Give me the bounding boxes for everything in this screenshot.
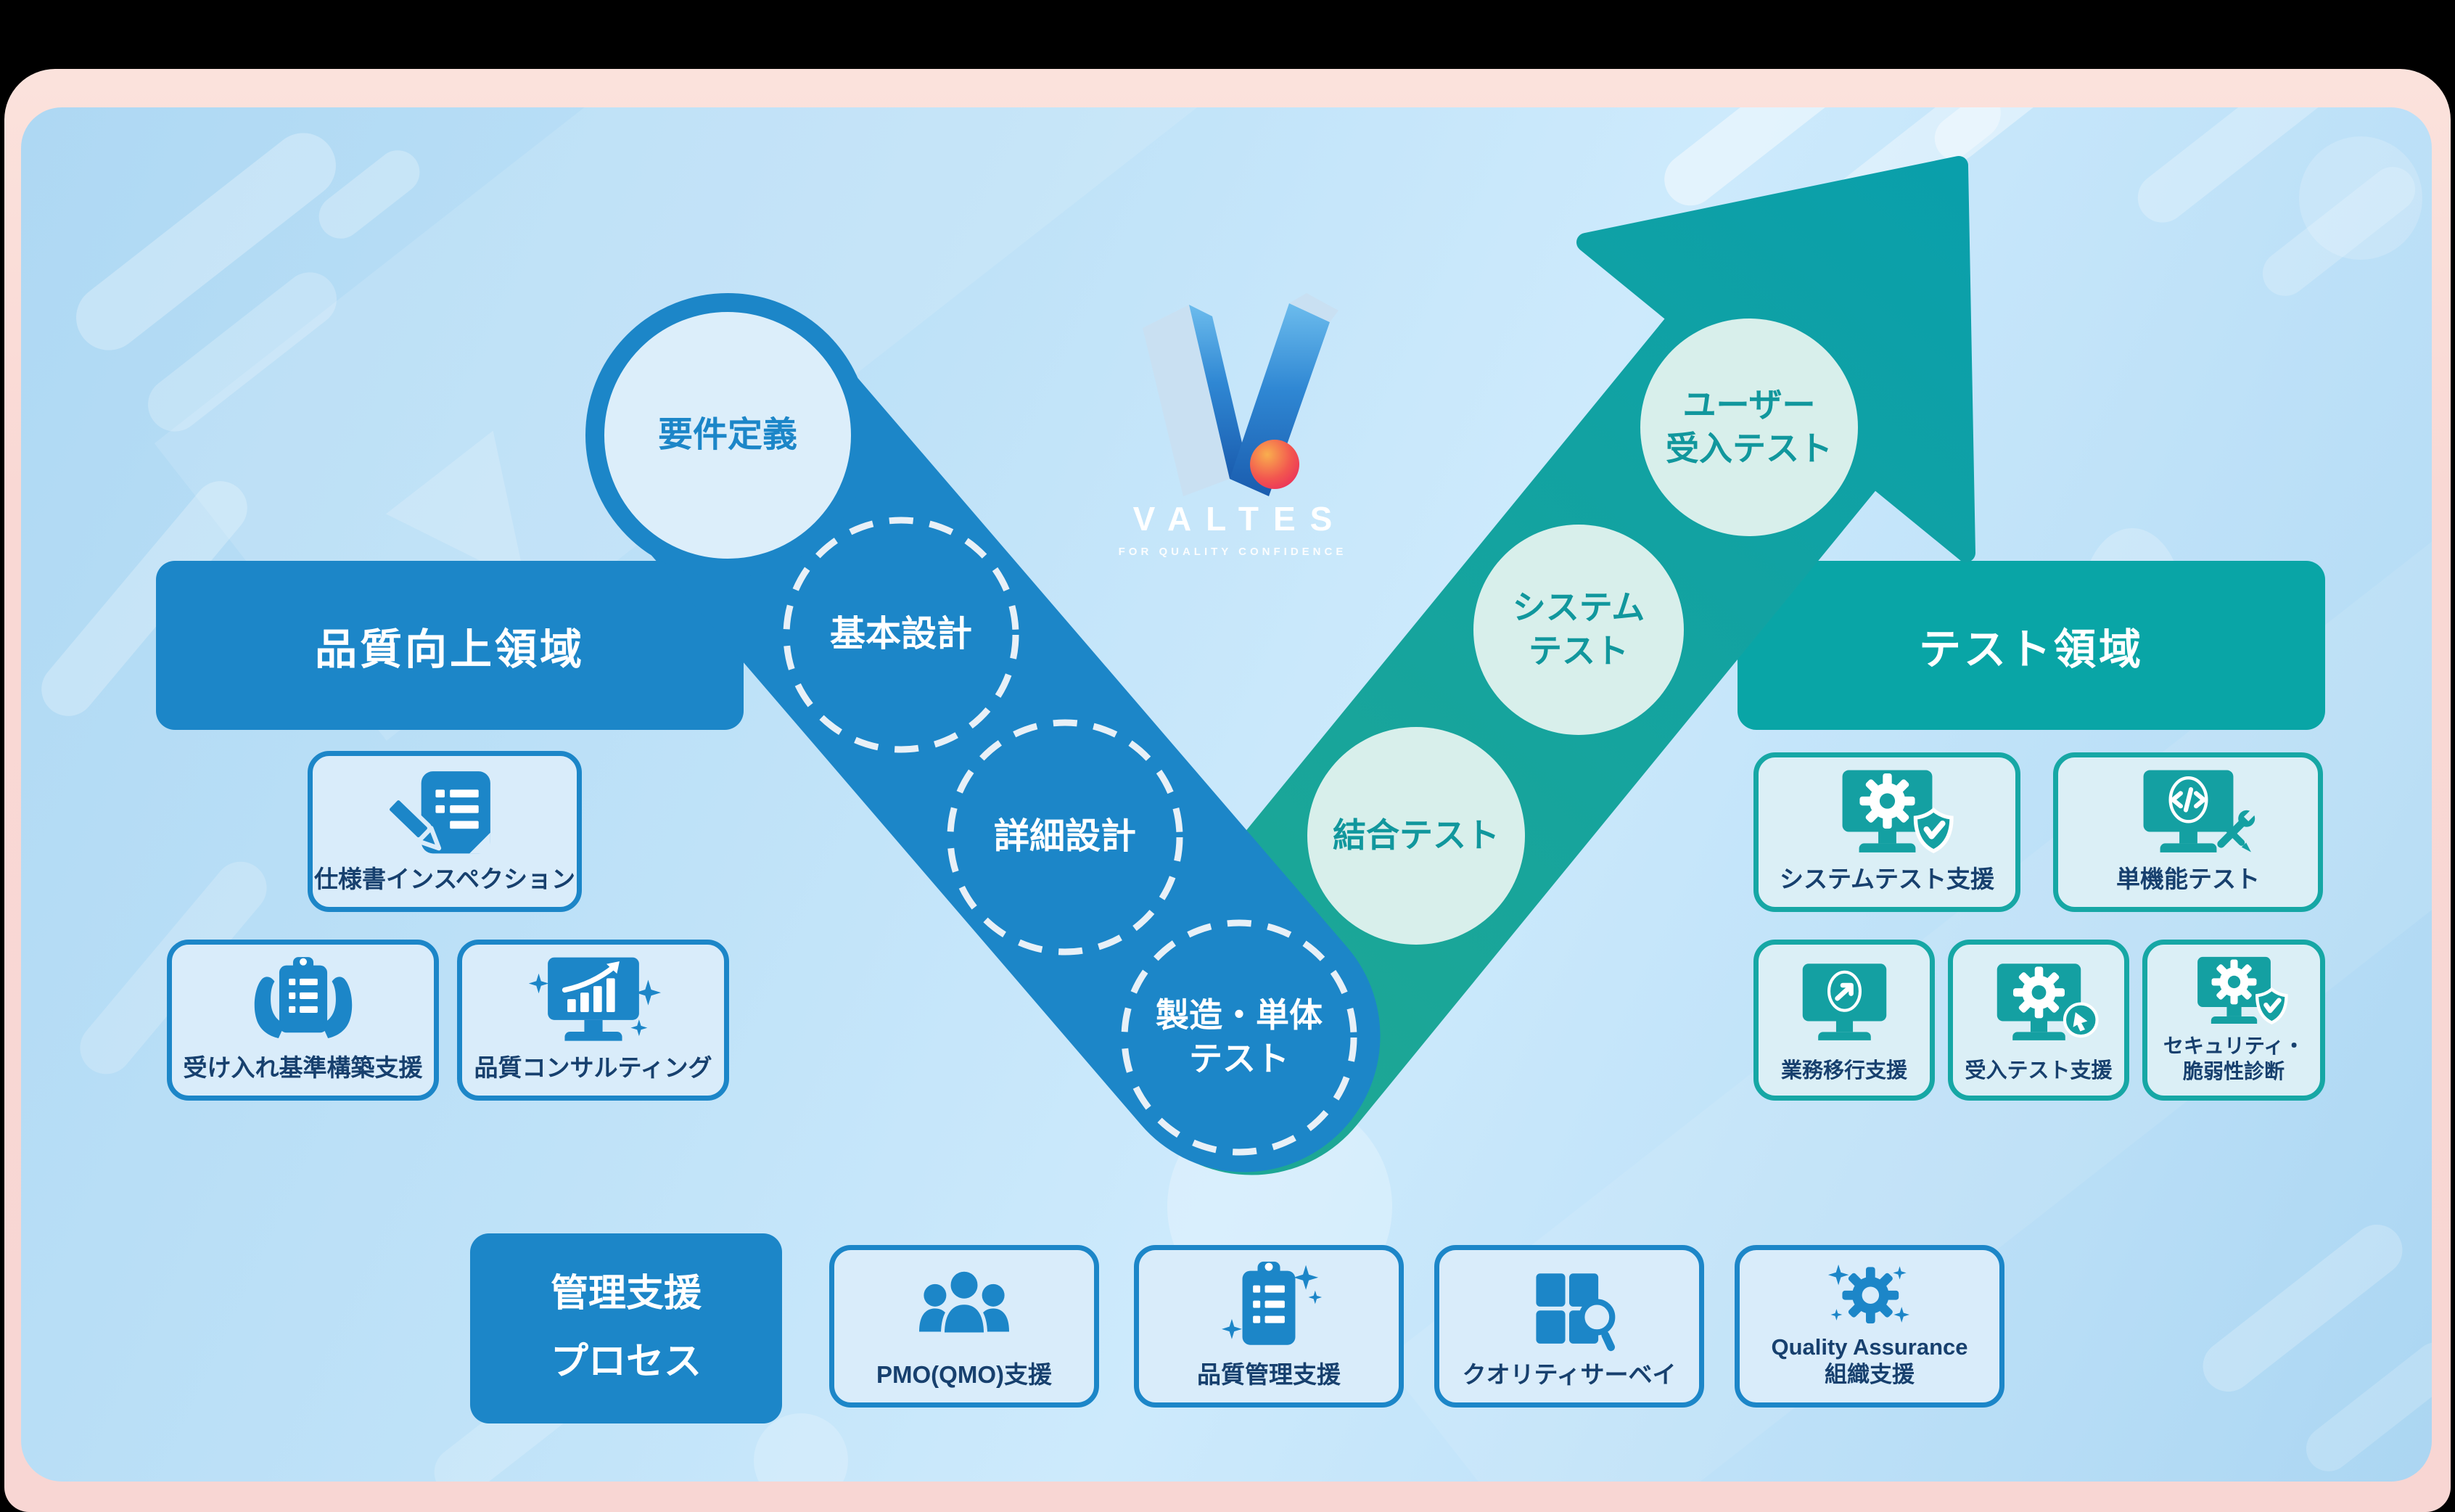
card-pmo-support: PMO(QMO)支援	[829, 1245, 1099, 1408]
v-model-diagram	[585, 156, 1975, 1175]
monitor-gear-shield-icon	[1842, 770, 1962, 864]
card-label: 業務移行支援	[1780, 1059, 1907, 1082]
phase-user-acceptance-label: ユーザー 受入テスト	[1666, 386, 1833, 467]
card-label: 品質管理支援	[1197, 1360, 1341, 1388]
test-area-header-label: テスト領域	[1918, 625, 2144, 673]
window-magnifier-icon	[1536, 1273, 1616, 1352]
monitor-gear-cursor-icon	[1997, 964, 2099, 1040]
phase-requirements-label: 要件定義	[657, 415, 798, 454]
phase-basic-design-label: 基本設計	[829, 615, 973, 654]
gear-sparkles-icon	[1827, 1264, 1910, 1324]
brand-name: VALTES	[1132, 500, 1347, 538]
brand-tagline: FOR QUALITY CONFIDENCE	[1118, 546, 1347, 558]
circle-detail-design	[947, 719, 1183, 956]
brand-block: VALTES FOR QUALITY CONFIDENCE	[1044, 499, 1421, 558]
deco-blob	[754, 1413, 848, 1482]
document-pencil-icon	[385, 771, 490, 854]
card-label: 仕様書インスペクション	[313, 865, 576, 892]
management-process-header-label: 管理支援 プロセス	[550, 1273, 702, 1383]
circle-system-test	[1473, 525, 1684, 735]
card-label: 受け入れ基準構築支援	[183, 1053, 423, 1081]
clipboard-sparkles-icon	[1221, 1261, 1323, 1345]
people-group-icon	[919, 1260, 1009, 1360]
card-acceptance-test-support: 受入テスト支援	[1948, 940, 2129, 1101]
management-process-header: 管理支援 プロセス	[470, 1233, 782, 1423]
circle-basic-design	[783, 517, 1019, 753]
circle-user-acceptance-test	[1640, 319, 1858, 536]
hands-clipboard-icon	[254, 957, 352, 1038]
card-quality-consulting: 品質コンサルティング	[457, 940, 729, 1101]
card-quality-management-support: 品質管理支援	[1134, 1245, 1404, 1408]
card-label: 単機能テスト	[2116, 865, 2260, 892]
deco-blob	[2299, 136, 2422, 260]
card-label: 受入テスト支援	[1965, 1059, 2113, 1082]
card-migration-support: 業務移行支援	[1753, 940, 1935, 1101]
card-quality-survey: クオリティサーベイ	[1434, 1245, 1704, 1408]
monitor-arrow-icon	[1802, 964, 1886, 1040]
phase-detail-design-label: 詳細設計	[993, 817, 1137, 857]
circle-requirements	[585, 293, 870, 578]
card-security-diagnosis: セキュリティ・ 脆弱性診断	[2142, 940, 2325, 1101]
valtes-logo-icon	[1143, 293, 1338, 496]
phase-integration-test-label: 結合テスト	[1333, 816, 1500, 855]
phase-system-test-label: システム テスト	[1512, 588, 1645, 670]
diagram-canvas: 品質向上領域 テスト領域 要件定義 基本設	[21, 107, 2432, 1482]
card-system-test-support: システムテスト支援	[1753, 752, 2020, 912]
monitor-gear-shield-icon	[2197, 956, 2294, 1033]
card-label: セキュリティ・ 脆弱性診断	[2163, 1035, 2305, 1082]
card-label: クオリティサーベイ	[1462, 1360, 1677, 1388]
quality-area-header: 品質向上領域	[156, 561, 744, 730]
card-label: システムテスト支援	[1779, 865, 1994, 892]
card-single-function-test: 単機能テスト	[2053, 752, 2323, 912]
card-acceptance-criteria: 受け入れ基準構築支援	[167, 940, 439, 1101]
card-label: PMO(QMO)支援	[876, 1360, 1052, 1388]
monitor-growth-chart-icon	[528, 957, 661, 1041]
card-spec-inspection: 仕様書インスペクション	[308, 751, 582, 912]
card-qa-organization-support: Quality Assurance 組織支援	[1735, 1245, 2004, 1408]
circle-build-unit-test	[1121, 919, 1357, 1156]
card-label: 品質コンサルティング	[474, 1053, 712, 1081]
card-label: Quality Assurance 組織支援	[1771, 1334, 1968, 1388]
phase-build-unit-test-label: 製造・単体 テスト	[1156, 996, 1323, 1077]
monitor-code-tools-icon	[2143, 770, 2255, 852]
test-area-header: テスト領域	[1738, 561, 2325, 730]
circle-integration-test	[1307, 727, 1525, 945]
quality-area-header-label: 品質向上領域	[314, 625, 585, 673]
